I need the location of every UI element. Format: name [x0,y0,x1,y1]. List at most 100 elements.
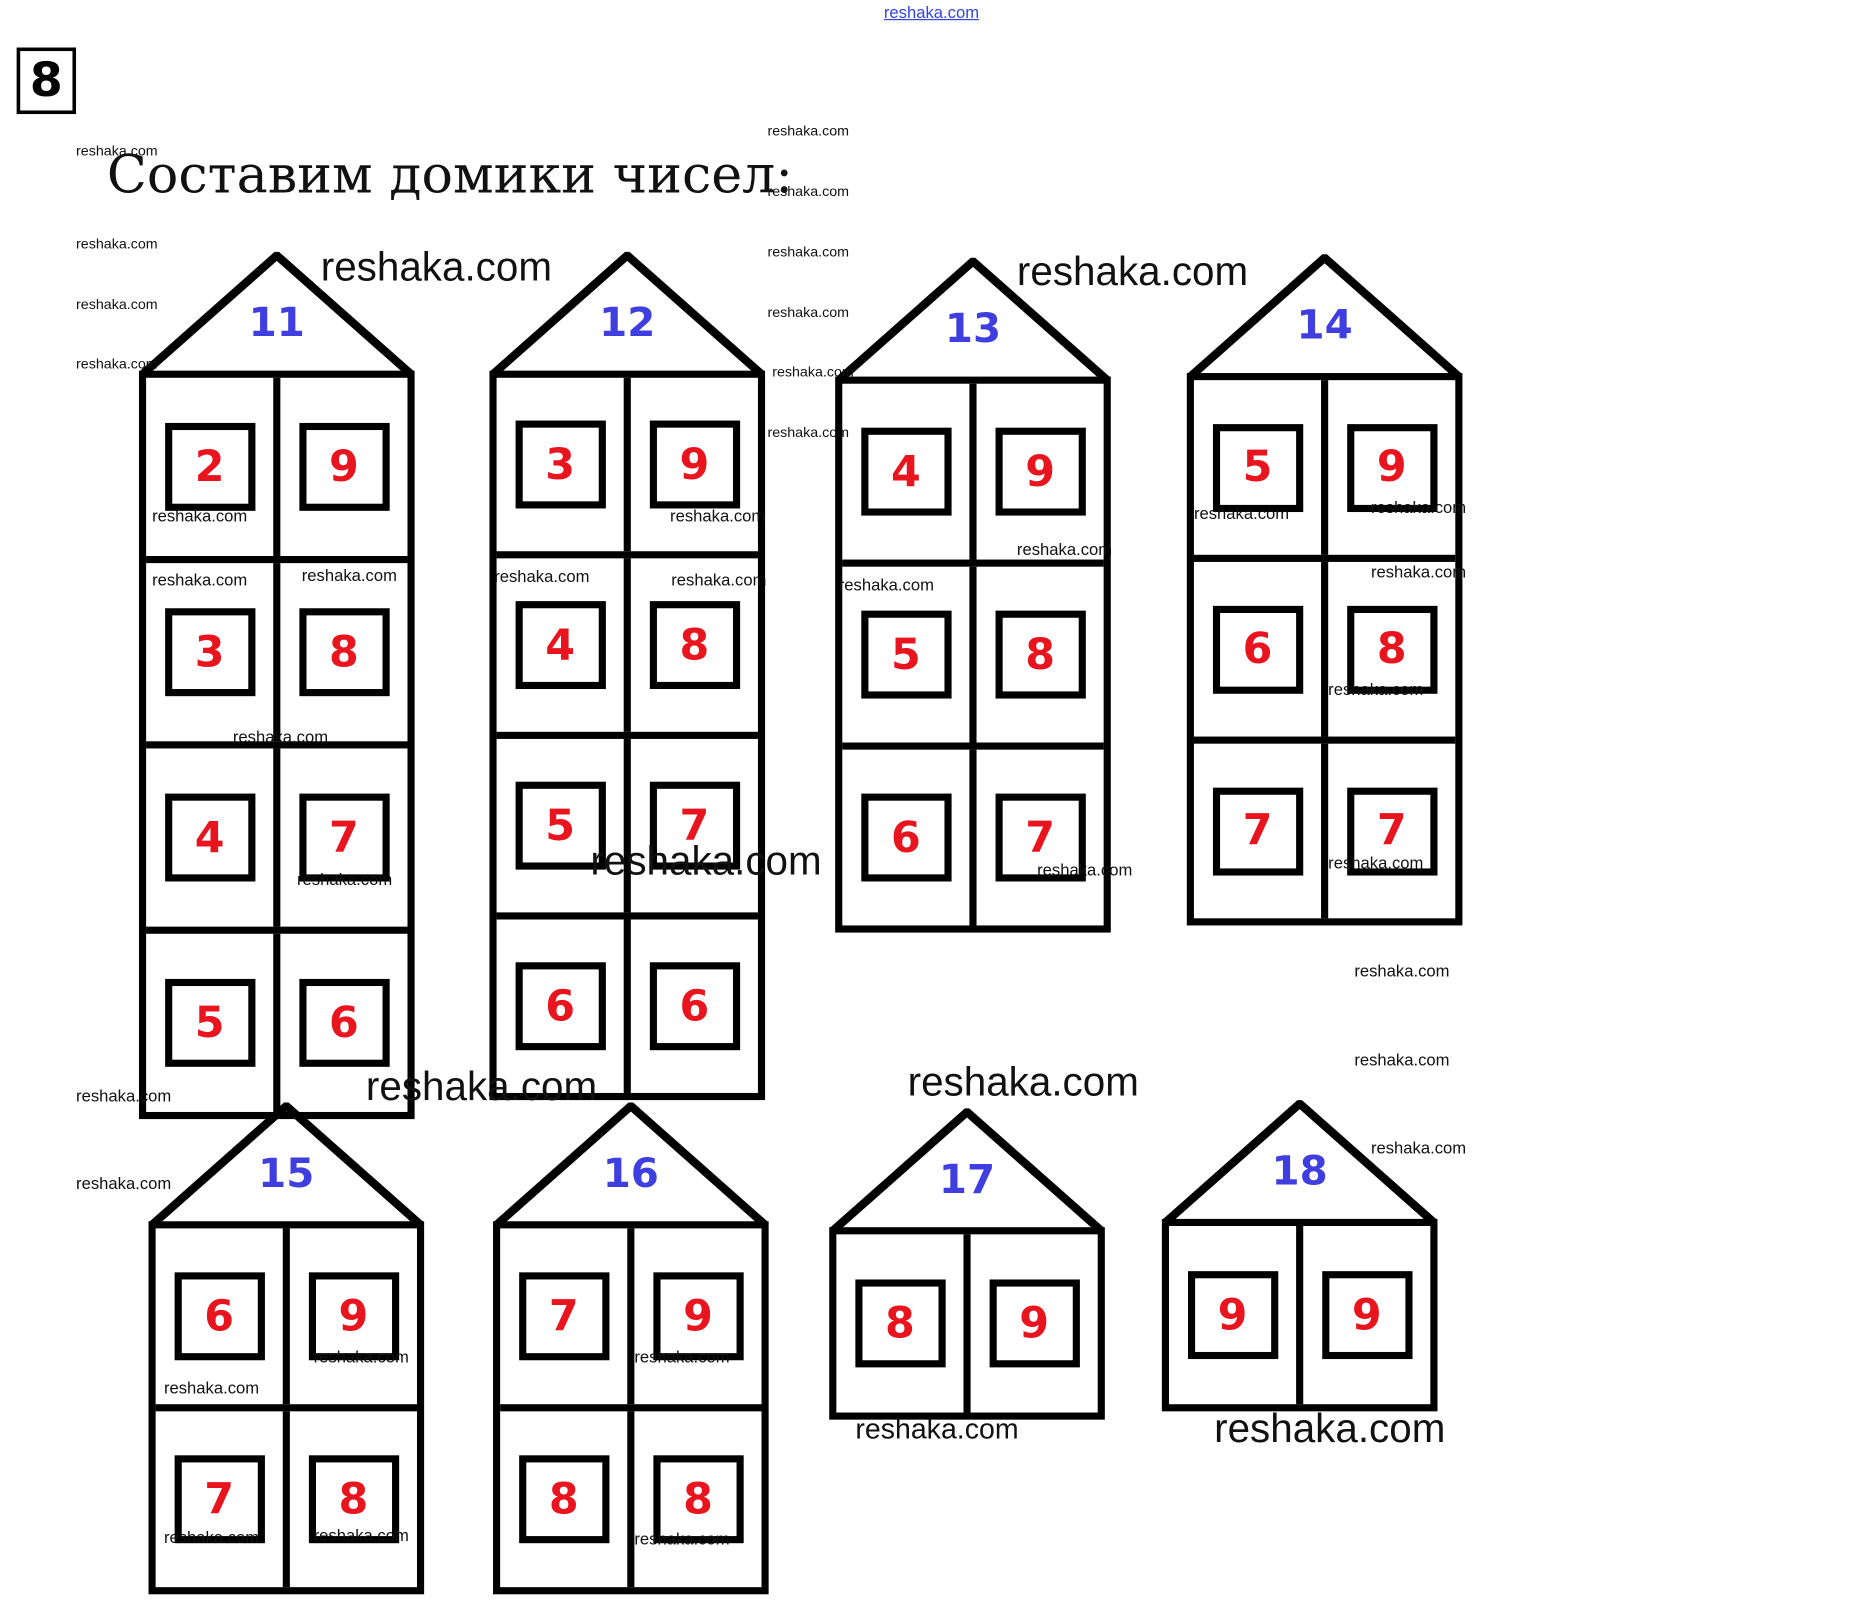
task-number: 8 [16,47,77,115]
watermark: reshaka.com [1328,852,1424,872]
watermark: reshaka.com [772,363,854,381]
house-sum: 16 [602,1149,659,1198]
house-cell: 8 [969,566,1103,743]
roof-icon [493,1102,768,1227]
number-box: 2 [164,422,255,511]
number-box: 9 [1321,1271,1412,1360]
number-box: 8 [1346,605,1437,694]
house-cell: 7 [156,1411,283,1587]
watermark: reshaka.com [1354,1050,1450,1070]
number-box: 9 [298,422,390,511]
watermark: reshaka.com [1016,539,1113,559]
roof-icon [830,1108,1105,1232]
number-box: 6 [649,962,740,1051]
watermark: reshaka.com [767,243,850,261]
number-box: 7 [994,793,1086,882]
number-box: 4 [860,427,951,516]
watermark: reshaka.com [494,566,590,586]
watermark: reshaka.com [590,838,822,884]
number-box: 6 [1212,605,1303,694]
house-cell: 6 [1194,562,1321,737]
number-box: 9 [652,1272,744,1361]
watermark: reshaka.com [76,295,158,313]
house-cell: 7 [500,1228,627,1404]
watermark: reshaka.com [1016,249,1249,295]
house-cell: 3 [146,563,273,741]
watermark: reshaka.com [365,1064,598,1110]
house-sum: 13 [944,305,1002,353]
house-sum: 15 [258,1149,315,1198]
house-cell: 3 [497,378,624,551]
roof-icon [149,1102,424,1227]
watermark: reshaka.com [232,727,329,747]
watermark: reshaka.com [1370,1138,1467,1158]
house-cell: 9 [963,1234,1097,1413]
house-cell: 5 [146,934,273,1112]
watermark: reshaka.com [163,1378,260,1398]
watermark: reshaka.com [767,424,850,441]
watermark: reshaka.com [767,122,850,139]
number-box: 5 [860,610,951,699]
number-box: 7 [518,1272,609,1361]
number-box: 9 [308,1272,399,1361]
house-cell: 7 [273,748,407,927]
watermark: reshaka.com [767,304,850,321]
watermark: reshaka.com [634,1528,730,1548]
house-cell: 5 [497,739,624,912]
roof-icon [1187,254,1462,378]
number-box: 8 [994,610,1086,699]
watermark: reshaka.com [907,1059,1139,1105]
house-cell: 8 [836,1234,963,1412]
watermark: reshaka.com [301,565,397,585]
roof-icon [139,251,414,376]
watermark: reshaka.com [76,142,158,160]
number-box: 5 [164,978,255,1067]
watermark: reshaka.com [313,1347,409,1367]
watermark: reshaka.com [152,570,248,590]
watermark: reshaka.com [76,1085,172,1105]
house-cell: 6 [842,750,969,926]
watermark: reshaka.com [313,1525,409,1545]
number-box: 7 [1212,787,1303,875]
watermark: reshaka.com [671,570,767,590]
watermark: reshaka.com [76,1173,172,1193]
number-box: 6 [514,962,606,1051]
watermark: reshaka.com [767,182,850,200]
watermark: reshaka.com [76,235,158,252]
house-cell: 6 [156,1228,283,1404]
house-cell: 8 [627,1411,761,1588]
house-cell: 2 [146,378,273,556]
house-cell: 7 [1194,744,1321,919]
watermark: reshaka.com [152,506,248,526]
house-cell: 8 [500,1411,627,1587]
house-cell: 4 [842,384,969,560]
watermark: reshaka.com [1328,679,1424,699]
house-cell: 4 [146,748,273,926]
house-cell: 9 [627,1228,761,1405]
number-box: 6 [298,978,390,1067]
house-cell: 8 [1321,561,1455,737]
watermark-link[interactable]: reshaka.com [883,2,980,22]
house-cell: 9 [1321,380,1455,555]
number-box: 8 [652,1455,744,1544]
house-cell: 8 [273,563,407,742]
house-cell: 5 [1194,380,1321,555]
house-cell: 5 [842,567,969,743]
